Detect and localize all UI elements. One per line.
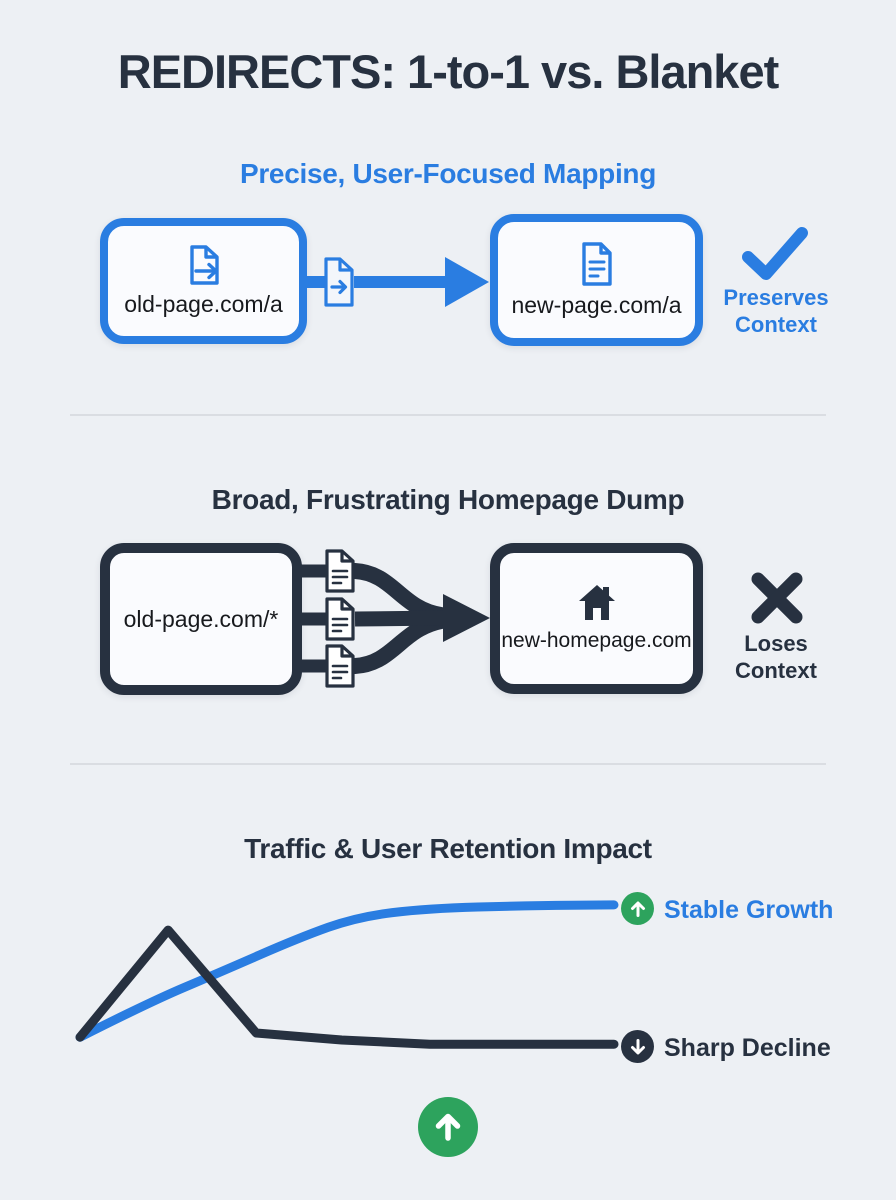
target-url-label: new-page.com/a <box>511 291 682 318</box>
section2-heading: Broad, Frustrating Homepage Dump <box>211 484 685 515</box>
section1-verdict-label: Preserves Context <box>723 285 829 337</box>
document-icon <box>325 549 355 593</box>
source-url-label: old-page.com/a <box>124 291 283 317</box>
chart-title: Traffic & User Retention Impact <box>244 833 652 864</box>
section2-source-box: old-page.com/* <box>100 543 302 695</box>
section2-target-box: new-homepage.com <box>490 543 703 694</box>
home-icon <box>576 584 618 622</box>
document-icon <box>325 644 355 688</box>
checkmark-icon <box>742 227 808 280</box>
up-arrow-icon <box>630 901 645 917</box>
section2-verdict-label: Loses Context <box>735 631 817 683</box>
section-divider <box>70 414 826 416</box>
chart-line-stable-growth <box>75 900 619 1042</box>
x-icon <box>751 572 803 624</box>
legend-stable-growth: Stable Growth <box>664 896 834 924</box>
document-icon <box>325 597 355 641</box>
section-divider <box>70 763 826 765</box>
section1-heading: Precise, User-Focused Mapping <box>239 158 657 189</box>
up-arrow-icon <box>435 1113 461 1141</box>
wildcard-url-label: old-page.com/* <box>123 605 279 632</box>
file-arrow-icon <box>324 257 354 307</box>
document-lines-icon <box>579 241 615 286</box>
three-documents-merge-arrow <box>301 549 490 688</box>
homepage-url-label: new-homepage.com <box>501 629 692 652</box>
page-title: REDIRECTS: 1-to-1 vs. Blanket <box>117 45 779 98</box>
down-arrow-icon <box>630 1038 645 1054</box>
file-export-icon <box>184 244 224 286</box>
footer-up-arrow-green-badge <box>418 1097 478 1157</box>
up-arrow-green-badge <box>621 892 654 925</box>
chart-line-sharp-decline <box>75 925 619 1049</box>
legend-sharp-decline: Sharp Decline <box>664 1034 831 1062</box>
section1-source-box: old-page.com/a <box>100 218 307 344</box>
down-arrow-dark-badge <box>621 1030 654 1063</box>
section1-target-box: new-page.com/a <box>490 214 703 346</box>
retention-line-chart <box>75 900 619 1049</box>
redirect-arrow-with-file-icon <box>302 257 489 307</box>
